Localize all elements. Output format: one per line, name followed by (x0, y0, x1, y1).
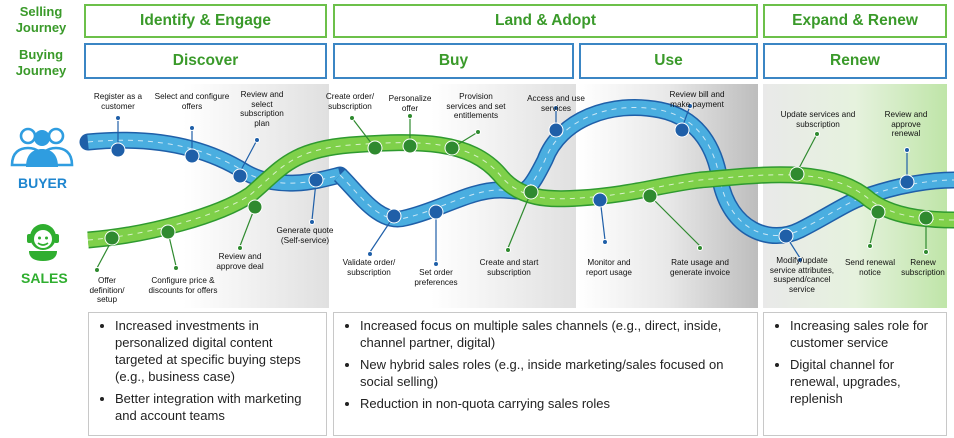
step-renew-subscription: Renew subscription (901, 258, 945, 277)
stage-use: Use (579, 43, 758, 79)
stage-use-label: Use (654, 52, 683, 69)
stage-discover: Discover (84, 43, 327, 79)
step-approve-renewal: Review and approve renewal (884, 110, 928, 139)
approve-renewal-icon (899, 174, 915, 190)
configure-price-icon (160, 224, 176, 240)
step-send-renewal-notice: Send renewal notice (844, 258, 896, 277)
bullet-expand-2: Digital channel for renewal, upgrades, r… (790, 356, 938, 407)
offer-setup-icon (104, 230, 120, 246)
stage-identify-engage: Identify & Engage (84, 4, 327, 38)
bullet-land-2: New hybrid sales roles (e.g., inside mar… (360, 356, 749, 390)
step-rate-usage: Rate usage and generate invoice (669, 258, 731, 277)
step-modify-service: Modify/update service attributes, suspen… (769, 256, 835, 294)
step-create-order: Create order/ subscription (325, 92, 375, 111)
order-preferences-icon (428, 204, 444, 220)
register-icon (110, 142, 126, 158)
modify-service-icon (778, 228, 794, 244)
subscription-plan-icon (232, 168, 248, 184)
stage-expand-renew-label: Expand & Renew (792, 12, 918, 29)
personalize-offer-icon (402, 138, 418, 154)
buyer-group-icon (10, 127, 74, 167)
discover-panel (86, 84, 329, 308)
validate-order-icon (386, 208, 402, 224)
bill-payment-icon (674, 122, 690, 138)
access-services-icon (548, 122, 564, 138)
journey-roads (79, 98, 954, 273)
step-select-configure: Select and configure offers (154, 92, 230, 111)
selling-journey-label: Selling Journey (15, 4, 67, 35)
step-configure-price: Configure price & discounts for offers (148, 276, 218, 295)
step-monitor-usage: Monitor and report usage (586, 258, 632, 277)
renewal-notice-icon (870, 204, 886, 220)
step-update-services: Update services and subscription (780, 110, 856, 129)
step-order-preferences: Set order preferences (414, 268, 458, 287)
stage-renew-label: Renew (830, 52, 880, 69)
step-register: Register as a customer (93, 92, 143, 111)
stage-land-adopt-label: Land & Adopt (494, 12, 596, 29)
buyer-label: BUYER (18, 175, 68, 191)
stage-land-adopt: Land & Adopt (333, 4, 758, 38)
buying-journey-label: Buying Journey (15, 47, 67, 78)
step-validate-order: Validate order/ subscription (342, 258, 396, 277)
monitor-usage-icon (592, 192, 608, 208)
bullets-land-adopt: Increased focus on multiple sales channe… (333, 312, 758, 436)
step-provision-services: Provision services and set entitlements (446, 92, 506, 121)
step-access-services: Access and use services (527, 94, 585, 113)
bullets-expand-renew: Increasing sales role for customer servi… (763, 312, 947, 436)
update-services-icon (789, 166, 805, 182)
step-offer-setup: Offer definition/ setup (89, 276, 125, 305)
stage-identify-engage-label: Identify & Engage (140, 12, 271, 29)
sales-agent-icon (27, 224, 59, 261)
quote-icon (308, 172, 324, 188)
bullets-identify-engage: Increased investments in personalized di… (88, 312, 327, 436)
bullet-identify-1: Increased investments in personalized di… (115, 317, 318, 385)
stage-renew: Renew (763, 43, 947, 79)
step-start-subscription: Create and start subscription (479, 258, 539, 277)
approve-deal-icon (247, 199, 263, 215)
renew-subscription-icon (918, 210, 934, 226)
start-subscription-icon (523, 184, 539, 200)
bullet-expand-1: Increasing sales role for customer servi… (790, 317, 938, 351)
sales-label: SALES (21, 270, 68, 286)
stage-expand-renew: Expand & Renew (763, 4, 947, 38)
stage-discover-label: Discover (172, 52, 239, 69)
rate-usage-icon (642, 188, 658, 204)
step-generate-quote: Generate quote (Self-service) (276, 226, 334, 245)
configure-icon (184, 148, 200, 164)
bullet-land-3: Reduction in non-quota carrying sales ro… (360, 395, 749, 412)
step-review-bill: Review bill and make payment (669, 90, 725, 109)
stage-buy-label: Buy (438, 52, 469, 69)
provision-services-icon (444, 140, 460, 156)
bullet-identify-2: Better integration with marketing and ac… (115, 390, 318, 424)
stage-buy: Buy (333, 43, 574, 79)
pin-register (115, 115, 121, 121)
bullet-land-1: Increased focus on multiple sales channe… (360, 317, 749, 351)
step-personalize-offer: Personalize offer (388, 94, 432, 113)
step-subscription-plan: Review and select subscription plan (240, 90, 284, 128)
create-order-icon (367, 140, 383, 156)
step-approve-deal: Review and approve deal (216, 252, 264, 271)
